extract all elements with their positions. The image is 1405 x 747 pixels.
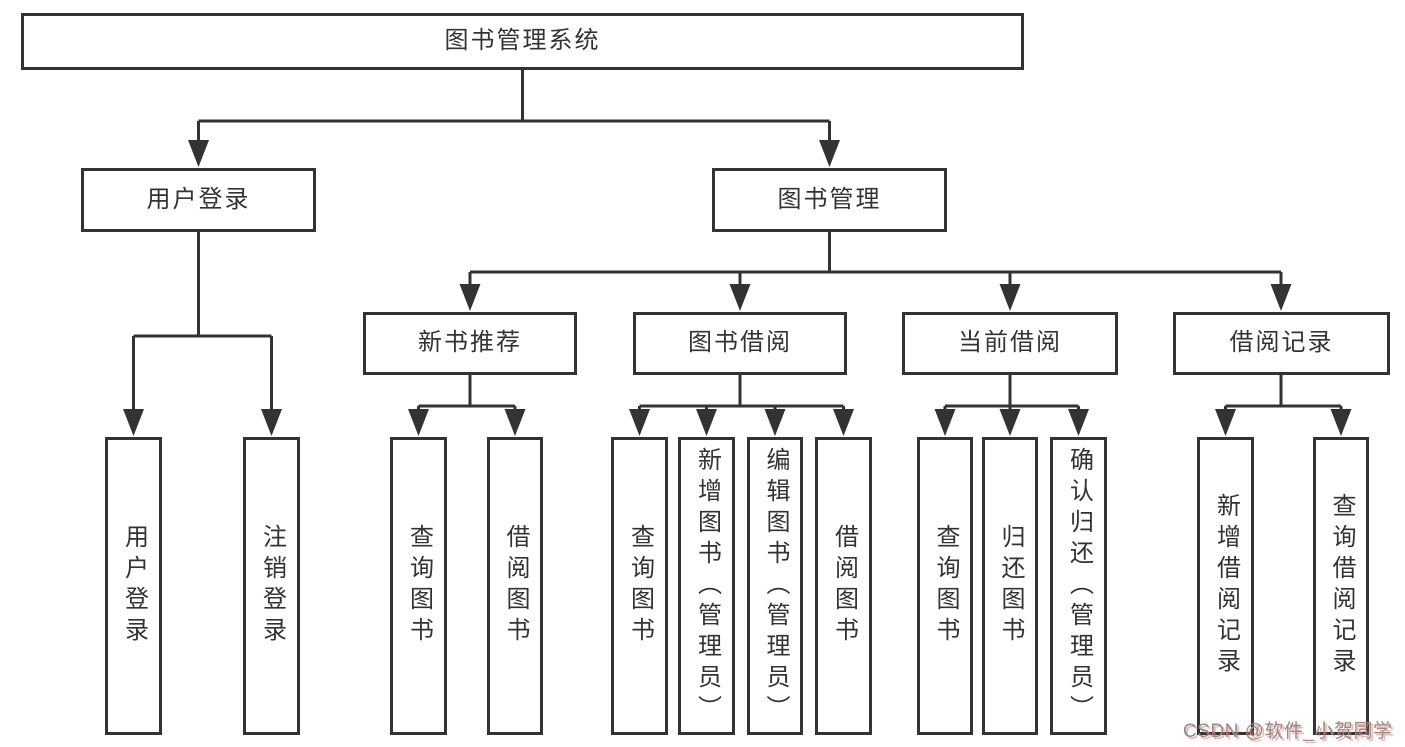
node-query-books-3: 查询图书 [917, 437, 973, 735]
node-borrow-books-1: 借阅图书 [487, 437, 543, 735]
node-add-books-admin: 新增图书（管理员） [678, 437, 735, 735]
node-user-login: 用户登录 [81, 168, 316, 232]
node-book-management: 图书管理 [712, 168, 947, 232]
node-query-borrowing-record: 查询借阅记录 [1313, 437, 1369, 735]
csdn-watermark: CSDN @软件_小贺同学 [1183, 721, 1393, 742]
node-user-login-leaf: 用户登录 [105, 437, 162, 735]
node-borrowing-records: 借阅记录 [1173, 312, 1390, 375]
node-borrow-books-2: 借阅图书 [815, 437, 872, 735]
node-library-management-system: 图书管理系统 [21, 13, 1024, 70]
node-book-borrowing: 图书借阅 [633, 312, 847, 375]
node-query-books-2: 查询图书 [611, 437, 668, 735]
node-confirm-return-admin: 确认归还（管理员） [1050, 437, 1107, 735]
node-return-books: 归还图书 [982, 437, 1038, 735]
node-query-books-1: 查询图书 [390, 437, 447, 735]
node-add-borrowing-record: 新增借阅记录 [1197, 437, 1254, 735]
node-logout: 注销登录 [243, 437, 300, 735]
node-edit-books-admin: 编辑图书（管理员） [747, 437, 803, 735]
node-new-book-recommendation: 新书推荐 [363, 312, 577, 375]
node-current-borrowing: 当前借阅 [902, 312, 1118, 375]
